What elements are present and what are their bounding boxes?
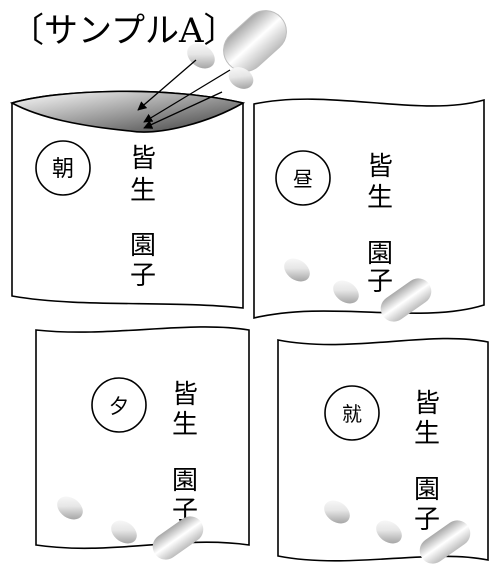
patient-name-line: 園 — [414, 475, 440, 505]
time-label: 夕 — [109, 394, 129, 418]
tablet-icon — [57, 496, 83, 520]
time-label-circle — [91, 377, 147, 433]
dose-packet-evening: 夕 皆 生 園 子 — [35, 326, 250, 560]
dose-packet-morning: 朝 皆 生 園 子 — [9, 59, 246, 309]
time-label: 昼 — [293, 167, 313, 191]
tablet-icon — [376, 520, 402, 544]
time-label: 就 — [342, 402, 362, 426]
tablet-icon — [111, 520, 137, 544]
patient-name-line: 園 — [172, 466, 198, 496]
patient-name-line: 皆 — [172, 380, 198, 410]
patient-name-line: 生 — [130, 176, 156, 206]
tablet-icon — [333, 280, 359, 304]
patient-name-line: 生 — [172, 410, 198, 440]
packet-opening — [9, 90, 246, 133]
tablet-icon — [324, 500, 350, 524]
time-label: 朝 — [52, 157, 74, 182]
patient-name-line: 生 — [414, 419, 440, 449]
tablet-icon — [228, 67, 254, 89]
patient-name-line: 子 — [414, 505, 440, 535]
dose-packet-bedtime: 就 皆 生 園 子 — [277, 337, 489, 564]
time-label-circle — [324, 385, 380, 441]
time-label-circle — [35, 140, 91, 196]
arrow-icon — [137, 59, 197, 111]
patient-name-line: 子 — [367, 267, 393, 297]
patient-name-line: 子 — [130, 261, 156, 291]
tablet-icon — [284, 258, 310, 282]
capsule-icon — [223, 10, 287, 72]
patient-name-line: 皆 — [130, 144, 156, 174]
patient-name-line: 園 — [130, 231, 156, 261]
patient-name-line: 皆 — [367, 152, 393, 182]
dose-packet-noon: 昼 皆 生 園 子 — [253, 98, 485, 322]
patient-name-line: 園 — [367, 239, 393, 269]
capsule-icon — [419, 520, 471, 564]
patient-name-line: 生 — [367, 183, 393, 213]
capsule-icon — [380, 278, 432, 322]
time-label-circle — [275, 150, 331, 206]
arrow-icon — [143, 69, 231, 123]
capsule-icon — [152, 516, 204, 560]
patient-name-line: 皆 — [414, 389, 440, 419]
arrow-icon — [143, 91, 223, 129]
